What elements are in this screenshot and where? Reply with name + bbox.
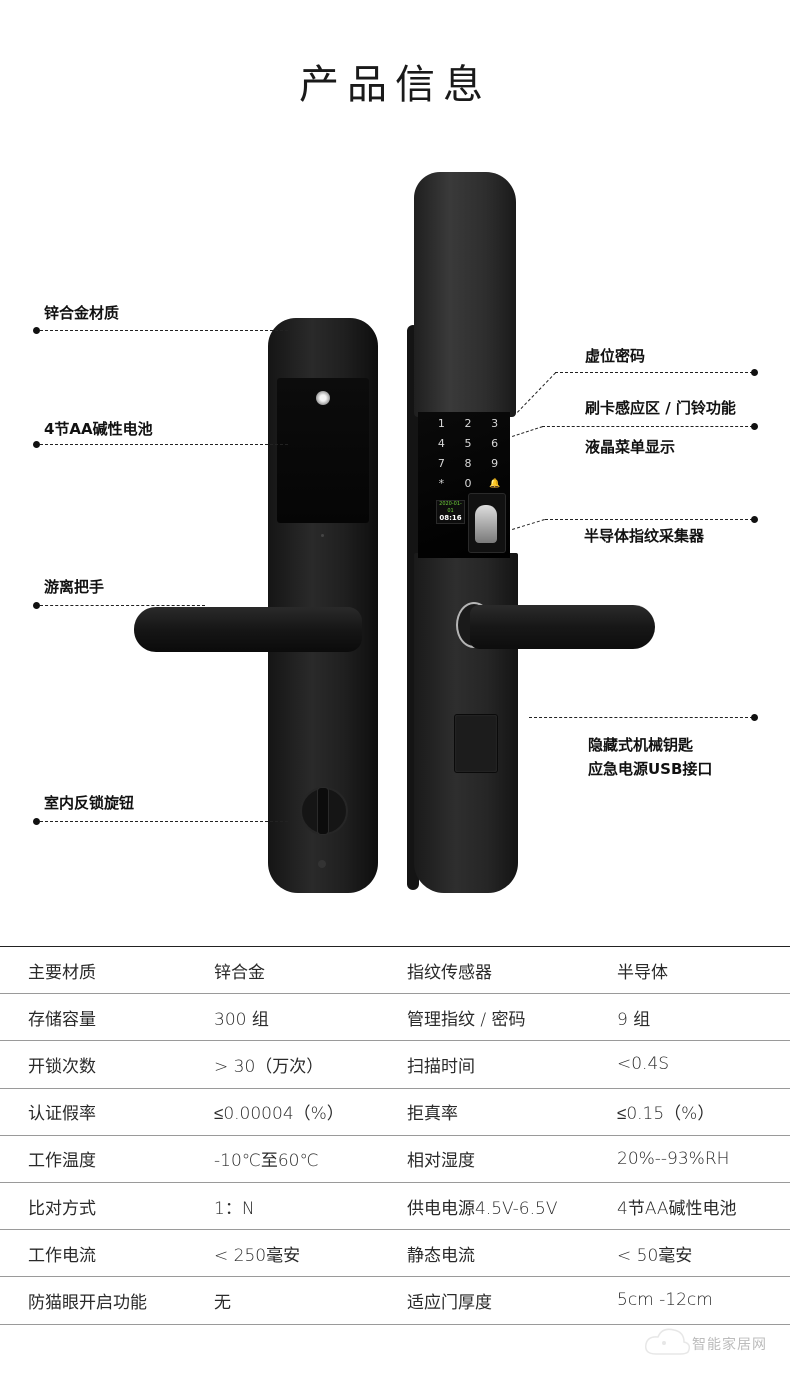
- spec-value: < 50毫安: [617, 1229, 790, 1278]
- battery-cover-button: [316, 391, 330, 405]
- callout-label-line1: 隐藏式机械钥匙: [588, 736, 694, 754]
- spec-value: 无: [214, 1276, 407, 1325]
- spec-label: 管理指纹 / 密码: [407, 993, 617, 1042]
- spec-label: 扫描时间: [407, 1040, 617, 1089]
- spec-label: 相对湿度: [407, 1135, 617, 1183]
- spec-value: 20%--93%RH: [617, 1135, 790, 1183]
- spec-value: 1：N: [214, 1182, 407, 1231]
- spec-label: 比对方式: [0, 1182, 214, 1231]
- spec-label: 指纹传感器: [407, 945, 617, 995]
- table-row: 开锁次数 > 30（万次） 扫描时间 <0.4S: [0, 1040, 790, 1089]
- callout-line: [40, 330, 288, 331]
- table-row: 主要材质 锌合金 指纹传感器 半导体: [0, 945, 790, 995]
- reset-hole: [318, 860, 326, 868]
- key-0: 0: [464, 477, 472, 490]
- callout-label-line2: 应急电源USB接口: [588, 760, 713, 778]
- spec-value: ≤0.00004（%）: [214, 1088, 407, 1136]
- spec-value: <0.4S: [617, 1040, 790, 1089]
- thumb-turn-bar: [317, 787, 329, 835]
- callout-label: 刷卡感应区 / 门铃功能: [585, 399, 736, 417]
- spec-value: ≤0.15（%）: [617, 1088, 790, 1136]
- spec-label: 工作电流: [0, 1229, 214, 1278]
- lcd-display: 2020-01-01 08:16: [436, 500, 465, 524]
- callout-dot: [33, 327, 40, 334]
- table-row: 工作电流 < 250毫安 静态电流 < 50毫安: [0, 1229, 790, 1278]
- callout-line: [542, 426, 753, 427]
- outdoor-handle: [470, 605, 655, 649]
- table-row: 认证假率 ≤0.00004（%） 拒真率 ≤0.15（%）: [0, 1088, 790, 1136]
- key-3: 3: [491, 417, 499, 430]
- watermark-cloud-icon: [644, 1328, 691, 1355]
- table-row: 防猫眼开启功能 无 适应门厚度 5cm -12cm: [0, 1276, 790, 1325]
- keypad: 1 2 3 4 5 6 7 8 9 * 0 🔔: [428, 416, 508, 492]
- spec-label: 工作温度: [0, 1135, 214, 1183]
- indicator-led: [321, 534, 324, 537]
- lcd-time: 08:16: [439, 514, 462, 522]
- callout-dot: [751, 714, 758, 721]
- callout-line-diagonal: [512, 519, 545, 530]
- callout-label: 半导体指纹采集器: [584, 527, 705, 545]
- spec-label: 开锁次数: [0, 1040, 214, 1089]
- doorbell-icon: 🔔: [489, 479, 501, 489]
- spec-value: 300 组: [214, 993, 407, 1042]
- key-5: 5: [464, 437, 472, 450]
- spec-label: 存储容量: [0, 993, 214, 1042]
- key-star: *: [438, 477, 445, 490]
- callout-line: [40, 821, 288, 822]
- spec-value: 半导体: [617, 945, 790, 995]
- table-row: 比对方式 1：N 供电电源4.5V-6.5V 4节AA碱性电池: [0, 1182, 790, 1231]
- callout-label: 锌合金材质: [44, 304, 120, 322]
- spec-label: 静态电流: [407, 1229, 617, 1278]
- spec-label: 拒真率: [407, 1088, 617, 1136]
- key-8: 8: [464, 457, 472, 470]
- callout-label: 室内反锁旋钮: [44, 794, 135, 812]
- page-title: 产品信息: [299, 62, 491, 108]
- spec-value: > 30（万次）: [214, 1040, 407, 1089]
- spec-table: 主要材质 锌合金 指纹传感器 半导体 存储容量 300 组 管理指纹 / 密码 …: [0, 945, 790, 1325]
- spec-value: < 250毫安: [214, 1229, 407, 1278]
- key-6: 6: [491, 437, 499, 450]
- callout-dot: [33, 818, 40, 825]
- spec-label: 主要材质: [0, 945, 214, 995]
- spec-label: 防猫眼开启功能: [0, 1276, 214, 1325]
- key-7: 7: [437, 457, 445, 470]
- spec-value: 4节AA碱性电池: [617, 1182, 790, 1231]
- spec-value: 锌合金: [214, 945, 407, 995]
- key-9: 9: [491, 457, 499, 470]
- callout-dot: [33, 441, 40, 448]
- callout-line-diagonal: [512, 426, 543, 437]
- callout-label: 液晶菜单显示: [585, 438, 676, 456]
- spec-value: 5cm -12cm: [617, 1276, 790, 1325]
- callout-label: 虚位密码: [585, 347, 646, 365]
- callout-dot: [751, 516, 758, 523]
- table-row: 存储容量 300 组 管理指纹 / 密码 9 组: [0, 993, 790, 1042]
- indoor-handle: [134, 607, 362, 652]
- callout-line: [40, 605, 205, 606]
- outdoor-lock-sliding-cover: [414, 172, 516, 417]
- spec-label: 供电电源4.5V-6.5V: [407, 1182, 617, 1231]
- spec-label: 适应门厚度: [407, 1276, 617, 1325]
- lcd-date: 2020-01-01: [439, 501, 462, 514]
- fingerprint-sensor-icon: [475, 505, 497, 543]
- callout-line: [545, 519, 753, 520]
- callout-line: [529, 717, 753, 718]
- callout-line-diagonal: [517, 372, 556, 413]
- key-usb-cover: [454, 714, 498, 773]
- watermark-text: 智能家居网: [692, 1337, 767, 1353]
- key-2: 2: [464, 417, 472, 430]
- callout-dot: [751, 423, 758, 430]
- table-row: 工作温度 -10℃至60℃ 相对湿度 20%--93%RH: [0, 1135, 790, 1183]
- key-1: 1: [437, 417, 445, 430]
- callout-dot: [751, 369, 758, 376]
- callout-line: [40, 444, 288, 445]
- key-4: 4: [437, 437, 445, 450]
- callout-label: 游离把手: [44, 578, 105, 596]
- callout-label: 4节AA碱性电池: [44, 420, 153, 438]
- spec-value: 9 组: [617, 993, 790, 1042]
- callout-line: [555, 372, 753, 373]
- callout-dot: [33, 602, 40, 609]
- spec-value: -10℃至60℃: [214, 1135, 407, 1183]
- spec-label: 认证假率: [0, 1088, 214, 1136]
